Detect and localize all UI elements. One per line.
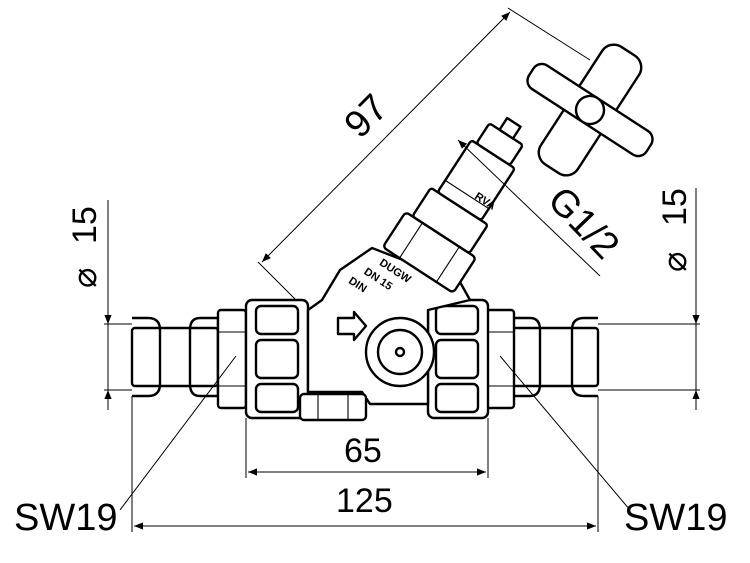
sw19-right-label: SW19 <box>624 497 727 539</box>
thread-label: G1/2 <box>540 179 627 267</box>
dimension-right-diameter: 15 ⌀ <box>598 188 700 410</box>
dimension-65: 65 <box>245 418 489 478</box>
sw19-left-label: SW19 <box>14 497 117 539</box>
dimension-125: 125 <box>131 396 599 532</box>
left-coupling-nut <box>244 298 310 420</box>
right-pipe-connection <box>484 308 600 410</box>
right-coupling-nut <box>426 298 490 420</box>
wrench-size-left: SW19 <box>14 355 237 539</box>
left-pipe-connection <box>130 308 248 410</box>
dim-97-label: 97 <box>337 87 397 147</box>
left-diameter-value: 15 <box>66 206 104 244</box>
dimension-left-diameter: 15 ⌀ <box>66 200 132 410</box>
valve-body <box>298 246 472 422</box>
handwheel <box>526 43 654 177</box>
dim-65-label: 65 <box>344 432 382 470</box>
bonnet-assembly <box>383 116 524 293</box>
wrench-size-right: SW19 <box>499 355 727 539</box>
right-diameter-value: 15 <box>656 188 694 226</box>
right-diameter-symbol: ⌀ <box>656 252 694 272</box>
left-diameter-symbol: ⌀ <box>66 268 104 288</box>
dim-125-label: 125 <box>336 482 393 520</box>
